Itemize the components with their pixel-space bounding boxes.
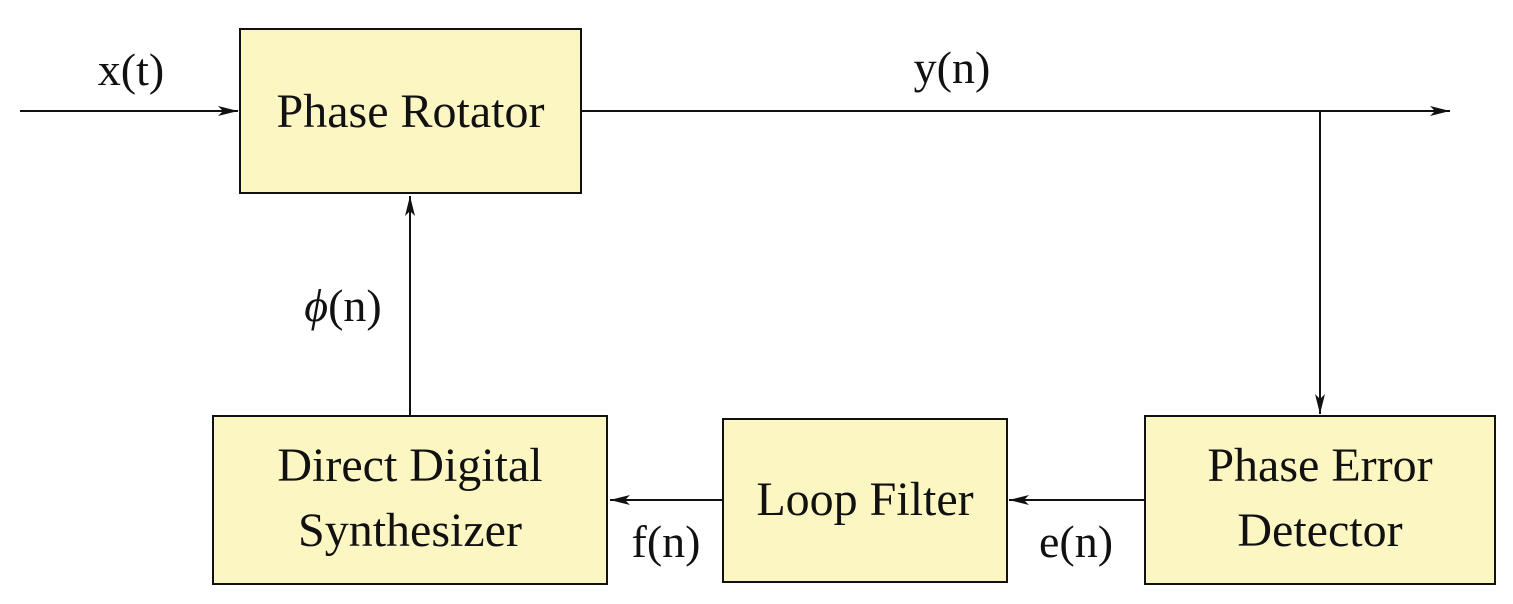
input-signal-label: x(t) [98,44,164,95]
loop-filter-box [722,418,1008,583]
dds-label-line-1: Direct Digital [277,439,542,492]
error-signal-label: e(n) [1039,516,1113,567]
phase-error-detector-box [1144,415,1496,585]
phase-error-detector-label-line-2: Detector [1237,504,1402,557]
phase-rotator-block: Phase Rotator [239,28,582,194]
phase-error-detector-label-line-1: Phase Error [1207,439,1432,492]
dds-box [212,415,608,585]
loop-filter-block: Loop Filter [722,418,1008,583]
output-signal-label: y(n) [914,42,991,93]
dds-label-line-2: Synthesizer [298,504,522,557]
phase-symbol: ϕ [304,280,328,331]
loop-filter-label: Loop Filter [756,473,973,526]
dds-block: Direct Digital Synthesizer [212,415,608,585]
phase-signal-label: ϕ(n) [304,280,381,331]
frequency-signal-label: f(n) [632,516,701,567]
phase-rotator-box [239,28,582,194]
phase-rotator-label: Phase Rotator [277,85,545,138]
phase-argument: (n) [328,280,382,331]
phase-error-detector-block: Phase Error Detector [1144,415,1496,585]
